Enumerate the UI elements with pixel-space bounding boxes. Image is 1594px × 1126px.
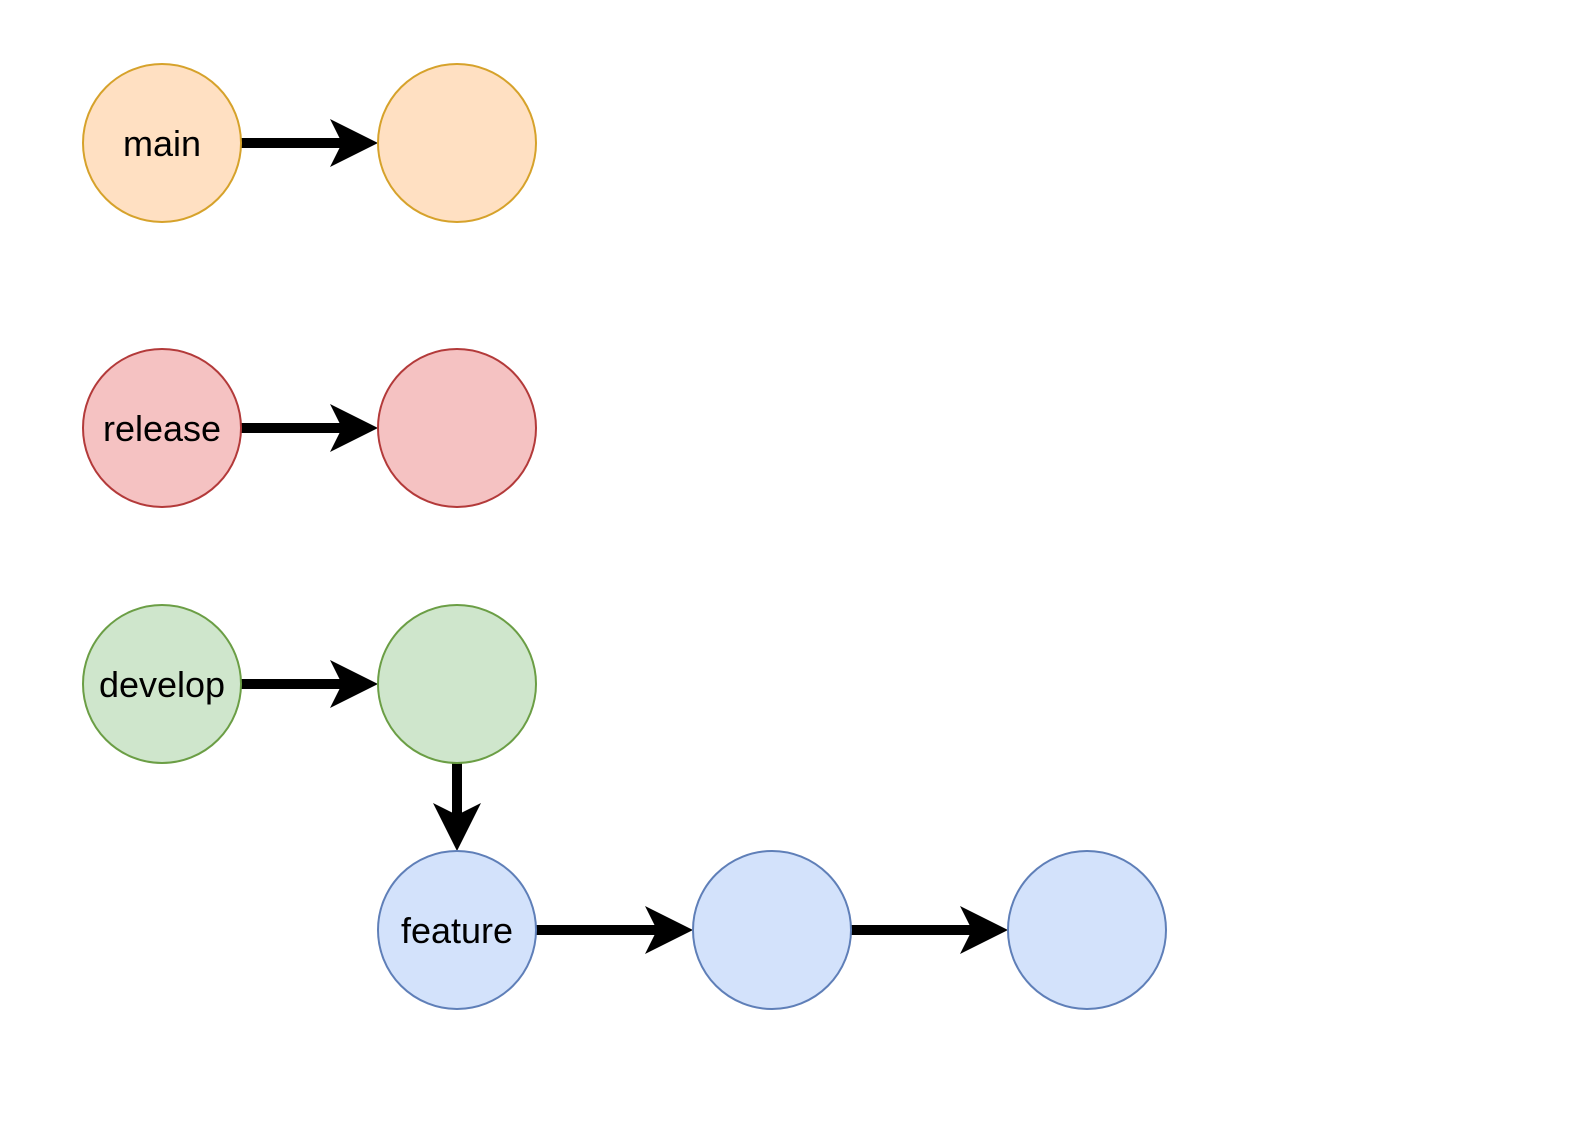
develop-commit-circle: [82, 604, 242, 764]
node-release-1: release: [82, 348, 242, 508]
feature-label: feature: [401, 910, 513, 951]
arrowhead: [960, 906, 1008, 954]
edges-layer: [241, 119, 1008, 954]
arrow-develop-1-to-develop-2: [241, 660, 378, 708]
release-label: release: [103, 408, 221, 449]
arrow-develop-2-to-feature-1: [433, 763, 481, 851]
arrow-feature-1-to-feature-2: [536, 906, 693, 954]
feature-commit-circle: [692, 850, 852, 1010]
develop-label: develop: [99, 664, 225, 705]
main-commit-circle: [82, 63, 242, 223]
feature-commit-circle: [1007, 850, 1167, 1010]
arrowhead: [330, 119, 378, 167]
node-main-1: main: [82, 63, 242, 223]
release-commit-circle: [377, 348, 537, 508]
node-feature-3: [1007, 850, 1167, 1010]
arrow-release-1-to-release-2: [241, 404, 378, 452]
feature-commit-circle: [377, 850, 537, 1010]
develop-commit-circle: [377, 604, 537, 764]
main-label: main: [123, 123, 201, 164]
node-develop-1: develop: [82, 604, 242, 764]
node-feature-2: [692, 850, 852, 1010]
nodes-layer: main release develop feature: [82, 63, 1167, 1010]
main-commit-circle: [377, 63, 537, 223]
node-release-2: [377, 348, 537, 508]
arrow-main-1-to-main-2: [241, 119, 378, 167]
arrowhead: [433, 803, 481, 851]
arrowhead: [645, 906, 693, 954]
node-feature-1: feature: [377, 850, 537, 1010]
arrowhead: [330, 660, 378, 708]
arrow-feature-2-to-feature-3: [851, 906, 1008, 954]
release-commit-circle: [82, 348, 242, 508]
node-main-2: [377, 63, 537, 223]
node-develop-2: [377, 604, 537, 764]
arrowhead: [330, 404, 378, 452]
